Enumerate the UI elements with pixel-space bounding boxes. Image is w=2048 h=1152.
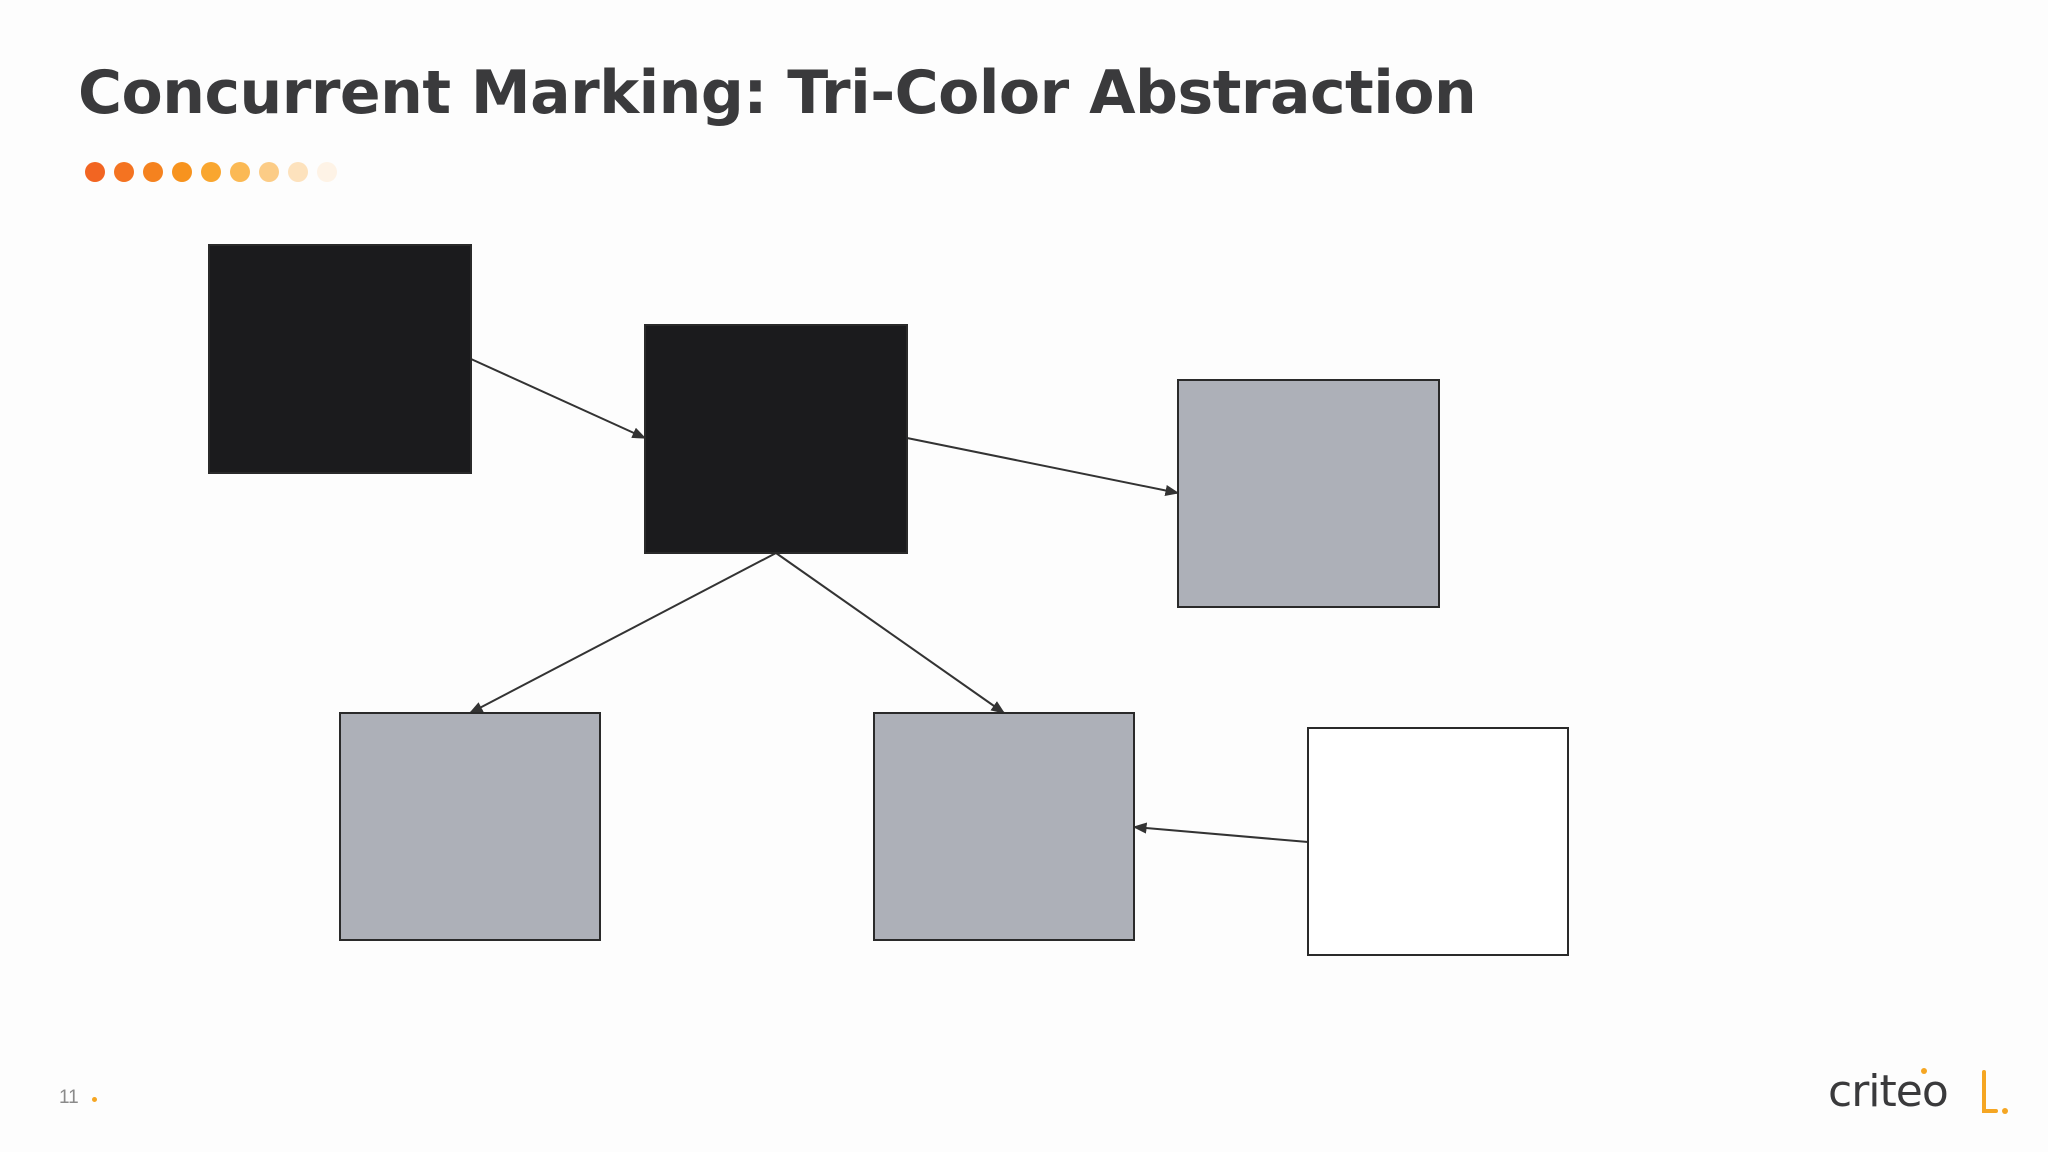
- progress-dot: [85, 162, 105, 182]
- progress-dot: [259, 162, 279, 182]
- reference-arrow-obj-a-to-obj-b: [470, 358, 647, 439]
- gray-object-obj-c: [1177, 379, 1440, 608]
- reference-arrow-obj-b-to-obj-e: [775, 552, 1006, 714]
- progress-dot: [201, 162, 221, 182]
- criteo-logo-icon: criteo: [1828, 1060, 2008, 1120]
- gray-object-obj-d: [339, 712, 601, 941]
- progress-dot: [172, 162, 192, 182]
- progress-dot: [288, 162, 308, 182]
- progress-dots: [85, 162, 337, 184]
- logo-bracket-icon: [1921, 1068, 2008, 1114]
- gray-object-obj-e: [873, 712, 1135, 941]
- page-number: 11: [59, 1087, 79, 1108]
- progress-dot: [317, 162, 337, 182]
- logo-text: criteo: [1828, 1066, 1949, 1117]
- black-object-obj-a: [208, 244, 472, 474]
- reference-arrow-obj-b-to-obj-c: [906, 437, 1180, 496]
- white-object-obj-f: [1307, 727, 1569, 956]
- black-object-obj-b: [644, 324, 908, 554]
- progress-dot: [230, 162, 250, 182]
- page-number-dot: [92, 1097, 97, 1102]
- progress-dot: [143, 162, 163, 182]
- reference-arrow-obj-f-to-obj-e: [1132, 822, 1309, 843]
- reference-arrow-obj-b-to-obj-d: [468, 552, 777, 714]
- progress-dot: [114, 162, 134, 182]
- page-title: Concurrent Marking: Tri-Color Abstractio…: [78, 58, 1477, 128]
